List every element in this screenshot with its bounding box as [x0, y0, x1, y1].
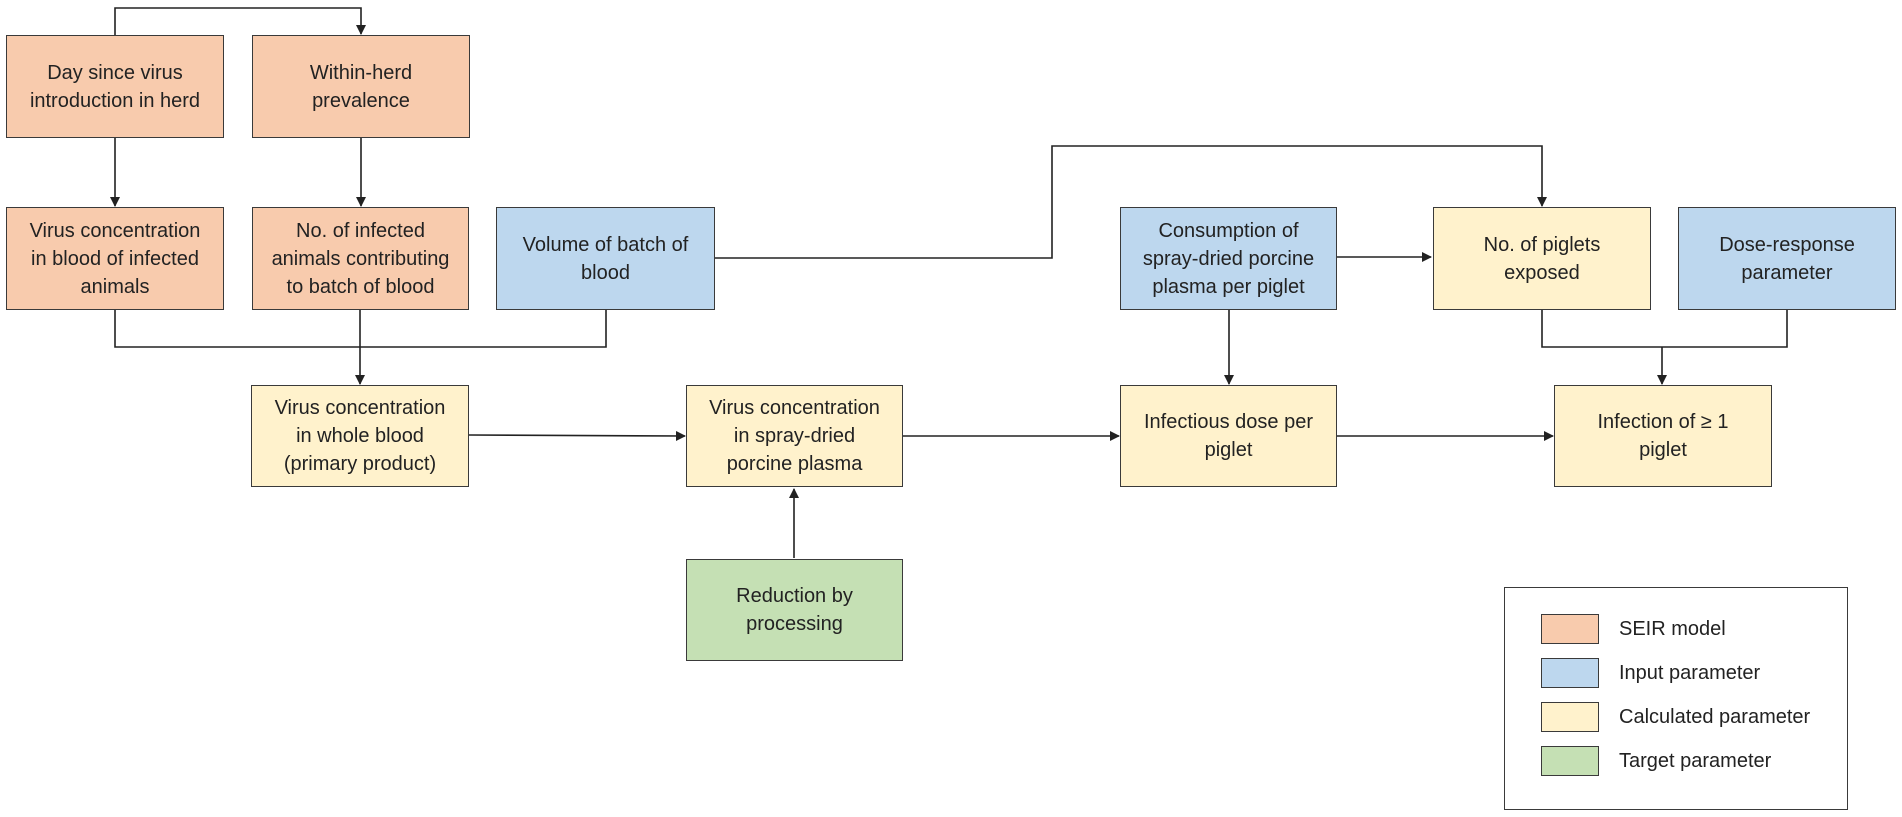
- legend-label-calculated: Calculated parameter: [1619, 705, 1811, 728]
- legend-item-seir: SEIR model: [1541, 613, 1726, 645]
- legend: SEIR model Input parameter Calculated pa…: [1504, 587, 1848, 810]
- legend-swatch-target: [1541, 746, 1599, 776]
- node-infection-of-piglet: Infection of ≥ 1 piglet: [1554, 385, 1772, 487]
- node-infectious-dose-per-piglet: Infectious dose per piglet: [1120, 385, 1337, 487]
- connector-piglets-dose-response: [1541, 310, 1788, 348]
- node-day-since-virus-introduction: Day since virus introduction in herd: [6, 35, 224, 138]
- node-within-herd-prevalence: Within-herd prevalence: [252, 35, 470, 138]
- legend-swatch-input: [1541, 658, 1599, 688]
- node-consumption-sdpp: Consumption of spray-dried porcine plasm…: [1120, 207, 1337, 310]
- arrow-day-to-prevalence: [114, 7, 366, 35]
- node-volume-of-batch: Volume of batch of blood: [496, 207, 715, 310]
- node-dose-response-parameter: Dose-response parameter: [1678, 207, 1896, 310]
- arrow-volume-to-piglets-exposed: [715, 145, 1547, 259]
- legend-swatch-calculated: [1541, 702, 1599, 732]
- node-virus-concentration-blood-infected: Virus concentration in blood of infected…: [6, 207, 224, 310]
- node-no-infected-animals: No. of infected animals contributing to …: [252, 207, 469, 310]
- legend-label-seir: SEIR model: [1619, 617, 1726, 640]
- legend-swatch-seir: [1541, 614, 1599, 644]
- node-virus-concentration-whole-blood: Virus concentration in whole blood (prim…: [251, 385, 469, 487]
- legend-label-input: Input parameter: [1619, 661, 1761, 684]
- node-reduction-by-processing: Reduction by processing: [686, 559, 903, 661]
- arrow-whole-blood-to-sdpp: [468, 430, 686, 441]
- node-no-piglets-exposed: No. of piglets exposed: [1433, 207, 1651, 310]
- legend-item-calculated: Calculated parameter: [1541, 701, 1810, 733]
- node-virus-concentration-sdpp: Virus concentration in spray-dried porci…: [686, 385, 903, 487]
- legend-item-target: Target parameter: [1541, 745, 1771, 777]
- legend-item-input: Input parameter: [1541, 657, 1760, 689]
- legend-label-target: Target parameter: [1619, 749, 1772, 772]
